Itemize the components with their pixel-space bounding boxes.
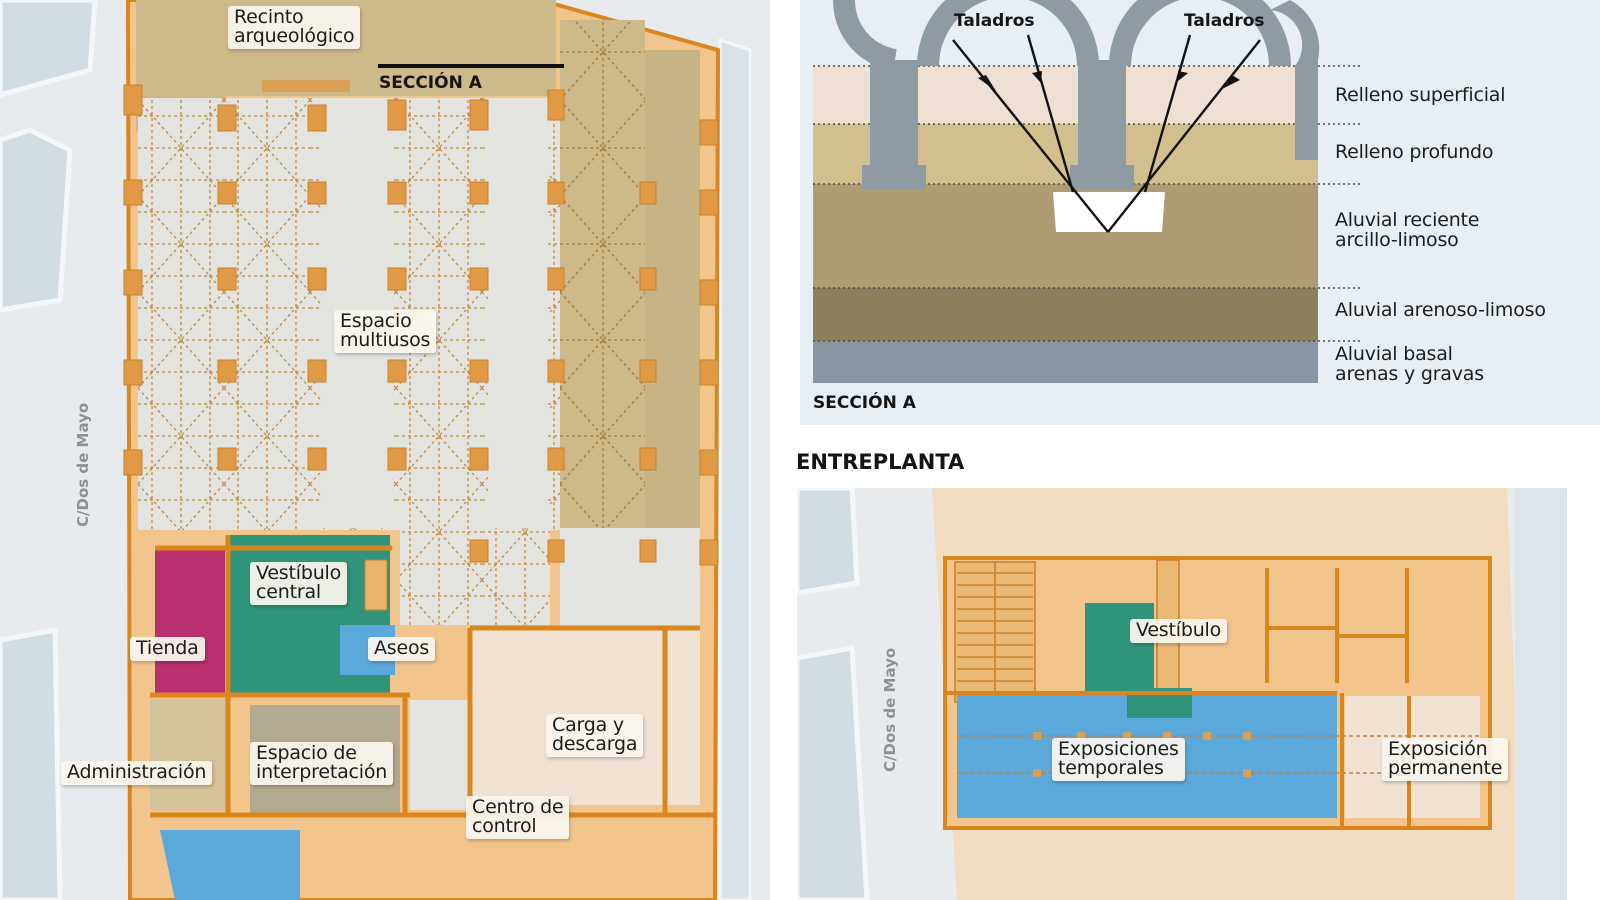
room-label-administracion: Administración [61, 761, 213, 785]
admin-area [150, 700, 230, 810]
street-label-ground: C/Dos de Mayo [74, 402, 92, 527]
section-a-drawing [800, 0, 1600, 425]
stratum-aluvial-basal [813, 341, 1318, 383]
stratum-label-aluvial-basal: Aluvial basal arenas y gravas [1335, 343, 1484, 385]
room-label-control: Centro de control [466, 796, 570, 839]
stratum-label-relleno-profundo: Relleno profundo [1335, 141, 1494, 163]
mezzanine-plan [797, 488, 1567, 900]
mezz-label-permanente: Exposición permanente [1382, 738, 1509, 781]
drill-label-left: Taladros [954, 11, 1035, 31]
room-label-vestibulo: Vestíbulo central [250, 562, 348, 605]
stratum-label-relleno-superficial: Relleno superficial [1335, 84, 1506, 106]
room-label-tienda: Tienda [130, 637, 205, 661]
stratum-label-aluvial-arenoso: Aluvial arenoso-limoso [1335, 299, 1546, 321]
room-label-aseos: Aseos [368, 637, 436, 661]
mezz-label-vestibulo: Vestíbulo [1130, 619, 1228, 643]
section-a-title: SECCIÓN A [813, 393, 916, 413]
mezzanine-drawing [797, 488, 1567, 900]
mezz-label-temporales: Exposiciones temporales [1052, 738, 1185, 781]
drill-label-right: Taladros [1184, 11, 1265, 31]
room-label-carga: Carga y descarga [546, 714, 644, 757]
mezz-lobby-area [1085, 603, 1192, 713]
room-label-multiusos: Espacio multiusos [334, 310, 437, 353]
mezzanine-title: ENTREPLANTA [796, 450, 965, 474]
room-label-recinto: Recinto arqueológico [228, 6, 361, 49]
section-a-marker: SECCIÓN A [379, 73, 482, 93]
ground-floor-plan [0, 0, 770, 900]
panel-divider [770, 0, 800, 900]
stratum-label-aluvial-reciente: Aluvial reciente arcillo-limoso [1335, 209, 1480, 251]
shop-area [155, 550, 225, 695]
street-label-mezzanine: C/Dos de Mayo [881, 647, 899, 772]
stratum-aluvial-arenoso [813, 288, 1318, 341]
room-label-interpretacion: Espacio de interpretación [250, 742, 394, 785]
section-a-diagram [800, 0, 1600, 425]
ground-floor-drawing [0, 0, 770, 900]
